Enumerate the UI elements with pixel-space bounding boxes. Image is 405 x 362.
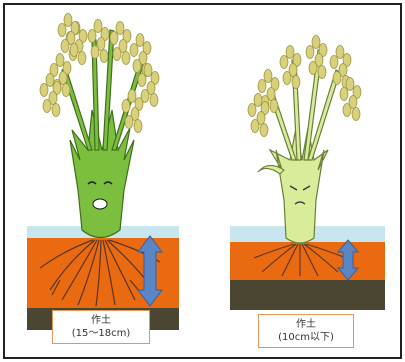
right-subsoil-layer (230, 280, 385, 310)
left-depth-label: (15～18cm) (53, 327, 149, 340)
left-soil-label: 作土 (53, 314, 149, 327)
right-soil-label: 作土 (259, 318, 353, 331)
right-topsoil-layer (230, 242, 385, 280)
left-soil-label-box: 作土 (15～18cm) (52, 310, 150, 344)
right-depth-label: (10cm以下) (259, 331, 353, 344)
right-soil-label-box: 作土 (10cm以下) (258, 314, 354, 348)
